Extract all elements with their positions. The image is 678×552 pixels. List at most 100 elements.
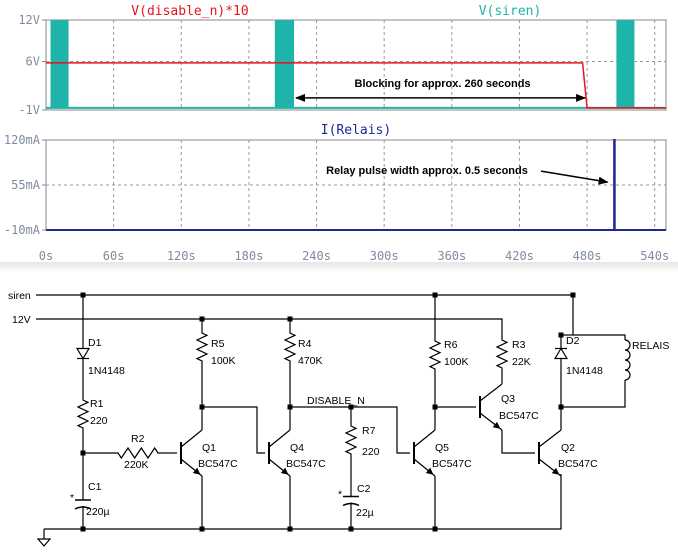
d1-ref: D1 <box>88 337 102 349</box>
x-tick-label: 180s <box>234 249 263 263</box>
junction-dot <box>199 526 205 532</box>
r2-ref: R2 <box>131 433 145 445</box>
c2-polarity: * <box>338 489 342 501</box>
siren-rail <box>36 294 574 335</box>
d2-value: 1N4148 <box>566 365 603 377</box>
r5 <box>195 327 209 367</box>
bottom-y-tick-label: 120mA <box>4 133 41 147</box>
d2-body <box>553 347 569 360</box>
q4-value: BC547C <box>286 458 326 470</box>
junction-dot <box>348 404 354 410</box>
r3-ref: R3 <box>512 339 526 351</box>
disable-net-wire <box>290 406 410 454</box>
q1-ref: Q1 <box>202 442 216 454</box>
relay-ref: RELAIS <box>632 340 669 352</box>
siren-burst <box>274 20 294 108</box>
q3-value: BC547C <box>499 410 539 422</box>
r7-value: 220 <box>362 446 380 458</box>
top-y-tick-label: 12V <box>18 13 40 27</box>
v12-net-label: 12V <box>12 314 31 326</box>
q4-emitter-arrow <box>280 467 289 475</box>
c2-ref: C2 <box>357 483 371 495</box>
top-panel-frame <box>45 19 667 111</box>
junction-dot <box>287 316 293 322</box>
q3-emitter-arrow <box>492 421 501 429</box>
top-y-tick-label: -1V <box>18 103 40 117</box>
r6-value: 100K <box>444 356 469 368</box>
series-label-relais: I(Relais) <box>321 123 391 138</box>
q5-collector <box>413 429 436 448</box>
junction-dot <box>80 526 86 532</box>
r6 <box>428 335 442 375</box>
ground-rail <box>44 474 562 530</box>
r4 <box>283 327 297 367</box>
c2-plate <box>342 502 360 507</box>
q2-base-wire <box>501 430 535 454</box>
q4-base-wire <box>202 406 265 454</box>
junction-dot <box>80 450 86 456</box>
bottom-y-tick-label: 55mA <box>11 178 41 192</box>
junction-dot <box>287 404 293 410</box>
ground-icon <box>36 538 52 547</box>
r2 <box>112 446 164 460</box>
r1 <box>76 394 90 434</box>
x-tick-label: 540s <box>640 249 669 263</box>
siren-net-label: siren <box>8 290 31 302</box>
c1-ref: C1 <box>88 481 102 493</box>
v12-rail <box>36 318 503 334</box>
r1-ref: R1 <box>90 398 104 410</box>
junction-dot <box>558 332 564 338</box>
junction-dot <box>432 526 438 532</box>
x-tick-label: 420s <box>505 249 534 263</box>
c1-polarity: * <box>70 492 74 504</box>
r6-ref: R6 <box>444 339 458 351</box>
q5-ref: Q5 <box>435 442 449 454</box>
c1-value: 220µ <box>86 506 110 518</box>
q2-ref: Q2 <box>561 442 575 454</box>
disable-n-trace <box>46 62 666 109</box>
blocking-annotation: Blocking for approx. 260 seconds <box>355 78 531 90</box>
r3-value: 22K <box>512 356 531 368</box>
q1-emitter-arrow <box>192 467 201 475</box>
bottom-y-tick-label: -10mA <box>4 223 41 237</box>
r4-ref: R4 <box>298 338 312 350</box>
pulse-width-annotation: Relay pulse width approx. 0.5 seconds <box>326 165 528 177</box>
d2-ref: D2 <box>566 335 580 347</box>
r5-ref: R5 <box>211 338 225 350</box>
r5-value: 100K <box>211 355 236 367</box>
q1-collector <box>180 429 203 448</box>
relay-coil <box>624 339 631 381</box>
x-tick-label: 0s <box>39 249 53 263</box>
q2-collector <box>538 429 562 448</box>
d1-value: 1N4148 <box>88 365 125 377</box>
junction-dot <box>432 404 438 410</box>
junction-dot <box>287 526 293 532</box>
junction-dot <box>348 526 354 532</box>
junction-dot <box>558 404 564 410</box>
q4-collector <box>268 429 291 448</box>
r7-ref: R7 <box>362 425 376 437</box>
x-tick-label: 360s <box>437 249 466 263</box>
r2-value: 220K <box>124 459 149 471</box>
r7 <box>344 420 358 460</box>
junction-dot <box>570 292 576 298</box>
siren-burst <box>50 20 69 108</box>
junction-dot <box>199 404 205 410</box>
x-tick-label: 300s <box>370 249 399 263</box>
d1-body <box>75 347 91 360</box>
relay-bottom-wire <box>561 380 626 408</box>
disable-net-label: DISABLE_N <box>307 395 365 407</box>
panel-separator <box>0 262 678 272</box>
r4-value: 470K <box>298 355 323 367</box>
r3 <box>495 334 509 374</box>
r1-value: 220 <box>90 415 108 427</box>
junction-dot <box>80 292 86 298</box>
junction-dot <box>432 292 438 298</box>
top-y-tick-label: 6V <box>26 55 40 69</box>
x-tick-label: 120s <box>167 249 196 263</box>
q5-value: BC547C <box>432 458 472 470</box>
x-tick-label: 480s <box>573 249 602 263</box>
